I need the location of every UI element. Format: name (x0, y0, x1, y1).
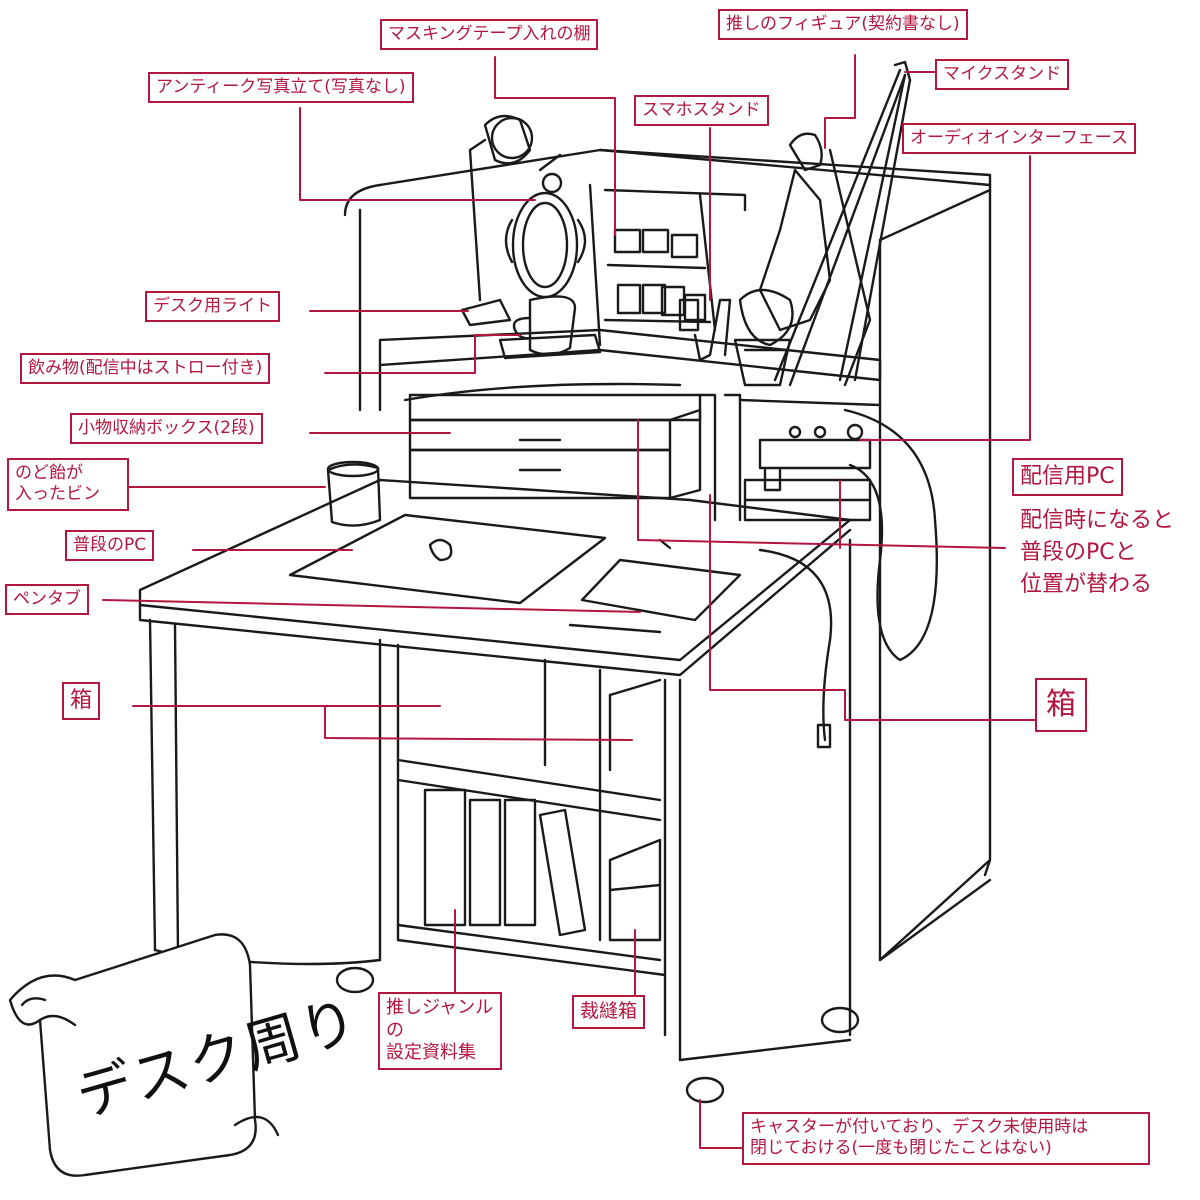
stream-pc-note-line3: 位置が替わる (1020, 571, 1153, 597)
label-candy-jar-line1: のど飴が (15, 463, 83, 483)
label-caster-line1: キャスターが付いており、デスク未使用時は (750, 1117, 1089, 1137)
label-storage-box: 小物収納ボックス(2段) (70, 413, 263, 445)
label-regular-pc: 普段のPC (65, 530, 155, 562)
stream-pc-note: 配信時になると 普段のPCと 位置が替わる (1020, 505, 1174, 601)
label-candy-jar: のど飴が 入ったビン (7, 458, 129, 511)
label-sewing-box: 裁縫箱 (572, 995, 646, 1029)
label-mic-stand: マイクスタンド (935, 59, 1070, 91)
label-caster-line2: 閉じておける(一度も閉じたことはない) (750, 1138, 1052, 1159)
label-caster: キャスターが付いており、デスク未使用時は 閉じておける(一度も閉じたことはない) (742, 1112, 1150, 1165)
label-candy-jar-line2: 入ったビン (15, 484, 100, 505)
label-reference-books: 推しジャンルの 設定資料集 (378, 992, 502, 1070)
label-reference-books-line1: 推しジャンルの (386, 997, 494, 1041)
label-antique-frame: アンティーク写真立て(写真なし) (148, 72, 414, 104)
label-oshi-figure: 推しのフィギュア(契約書なし) (718, 9, 968, 41)
stream-pc-note-line1: 配信時になると (1020, 508, 1175, 533)
label-masking-tape-shelf: マスキングテープ入れの棚 (380, 19, 599, 51)
label-audio-interface: オーディオインターフェース (902, 123, 1136, 155)
label-reference-books-line2: 設定資料集 (386, 1042, 476, 1063)
label-stream-pc: 配信用PC (1012, 458, 1123, 496)
stream-pc-note-line2: 普段のPCと (1020, 539, 1137, 565)
label-pen-tab: ペンタブ (5, 584, 89, 616)
label-desk-light: デスク用ライト (145, 291, 280, 323)
label-box-left: 箱 (62, 682, 101, 720)
label-box-right: 箱 (1035, 678, 1087, 732)
label-phone-stand: スマホスタンド (634, 95, 769, 127)
label-drink: 飲み物(配信中はストロー付き) (20, 353, 271, 385)
